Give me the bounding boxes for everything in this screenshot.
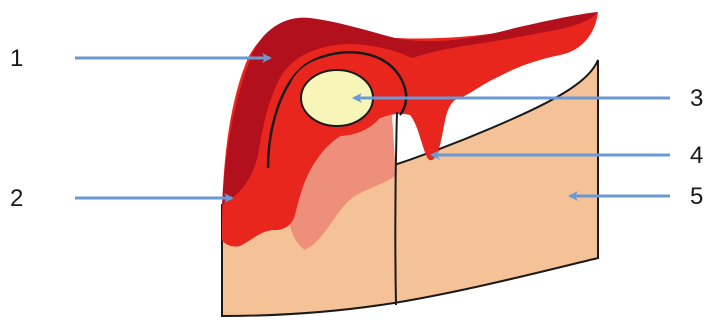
label-2: 2 [10, 185, 23, 212]
label-5: 5 [690, 183, 703, 210]
label-3: 3 [690, 85, 703, 112]
label-4: 4 [690, 142, 703, 169]
label-1: 1 [10, 45, 23, 72]
